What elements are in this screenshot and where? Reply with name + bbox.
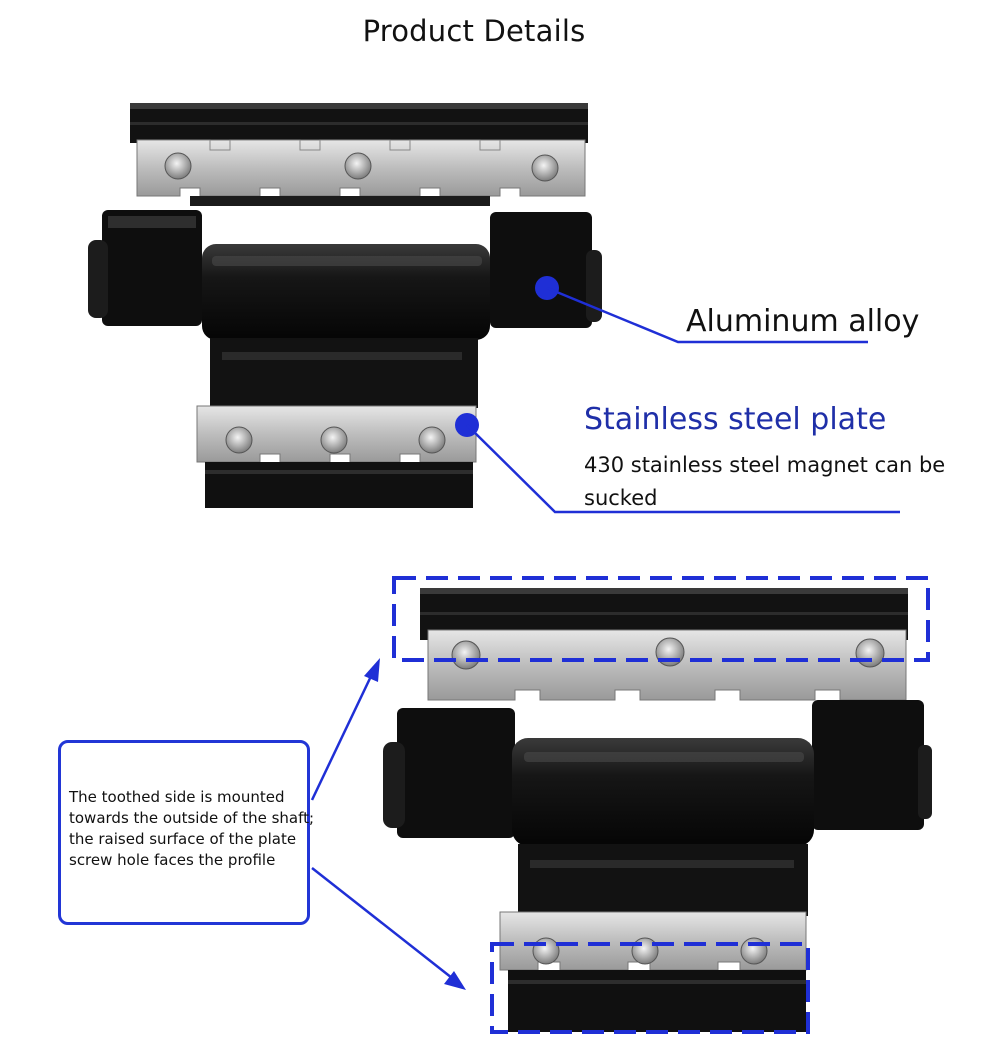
leader-line-stainless	[455, 413, 900, 514]
installation-note-text: The toothed side is mounted towards the …	[69, 788, 315, 869]
dashed-highlight-bottom	[490, 942, 810, 1034]
hinge-photo-top	[88, 103, 602, 508]
callout-arrow-down	[311, 867, 466, 990]
label-stainless-steel-description: 430 stainless steel magnet can be sucked	[584, 453, 946, 510]
installation-note-callout: The toothed side is mounted towards the …	[58, 740, 314, 925]
dashed-highlight-top	[392, 576, 930, 662]
hinge-photo-bottom	[383, 588, 932, 1032]
page-title: Product Details	[362, 14, 586, 48]
callout-arrow-up	[310, 658, 380, 801]
label-stainless-steel-plate: Stainless steel plate	[584, 402, 887, 437]
label-aluminum-alloy: Aluminum alloy	[686, 304, 920, 339]
leader-line-aluminum	[535, 276, 868, 344]
arrow-head	[364, 658, 380, 682]
arrow-head	[444, 971, 466, 990]
